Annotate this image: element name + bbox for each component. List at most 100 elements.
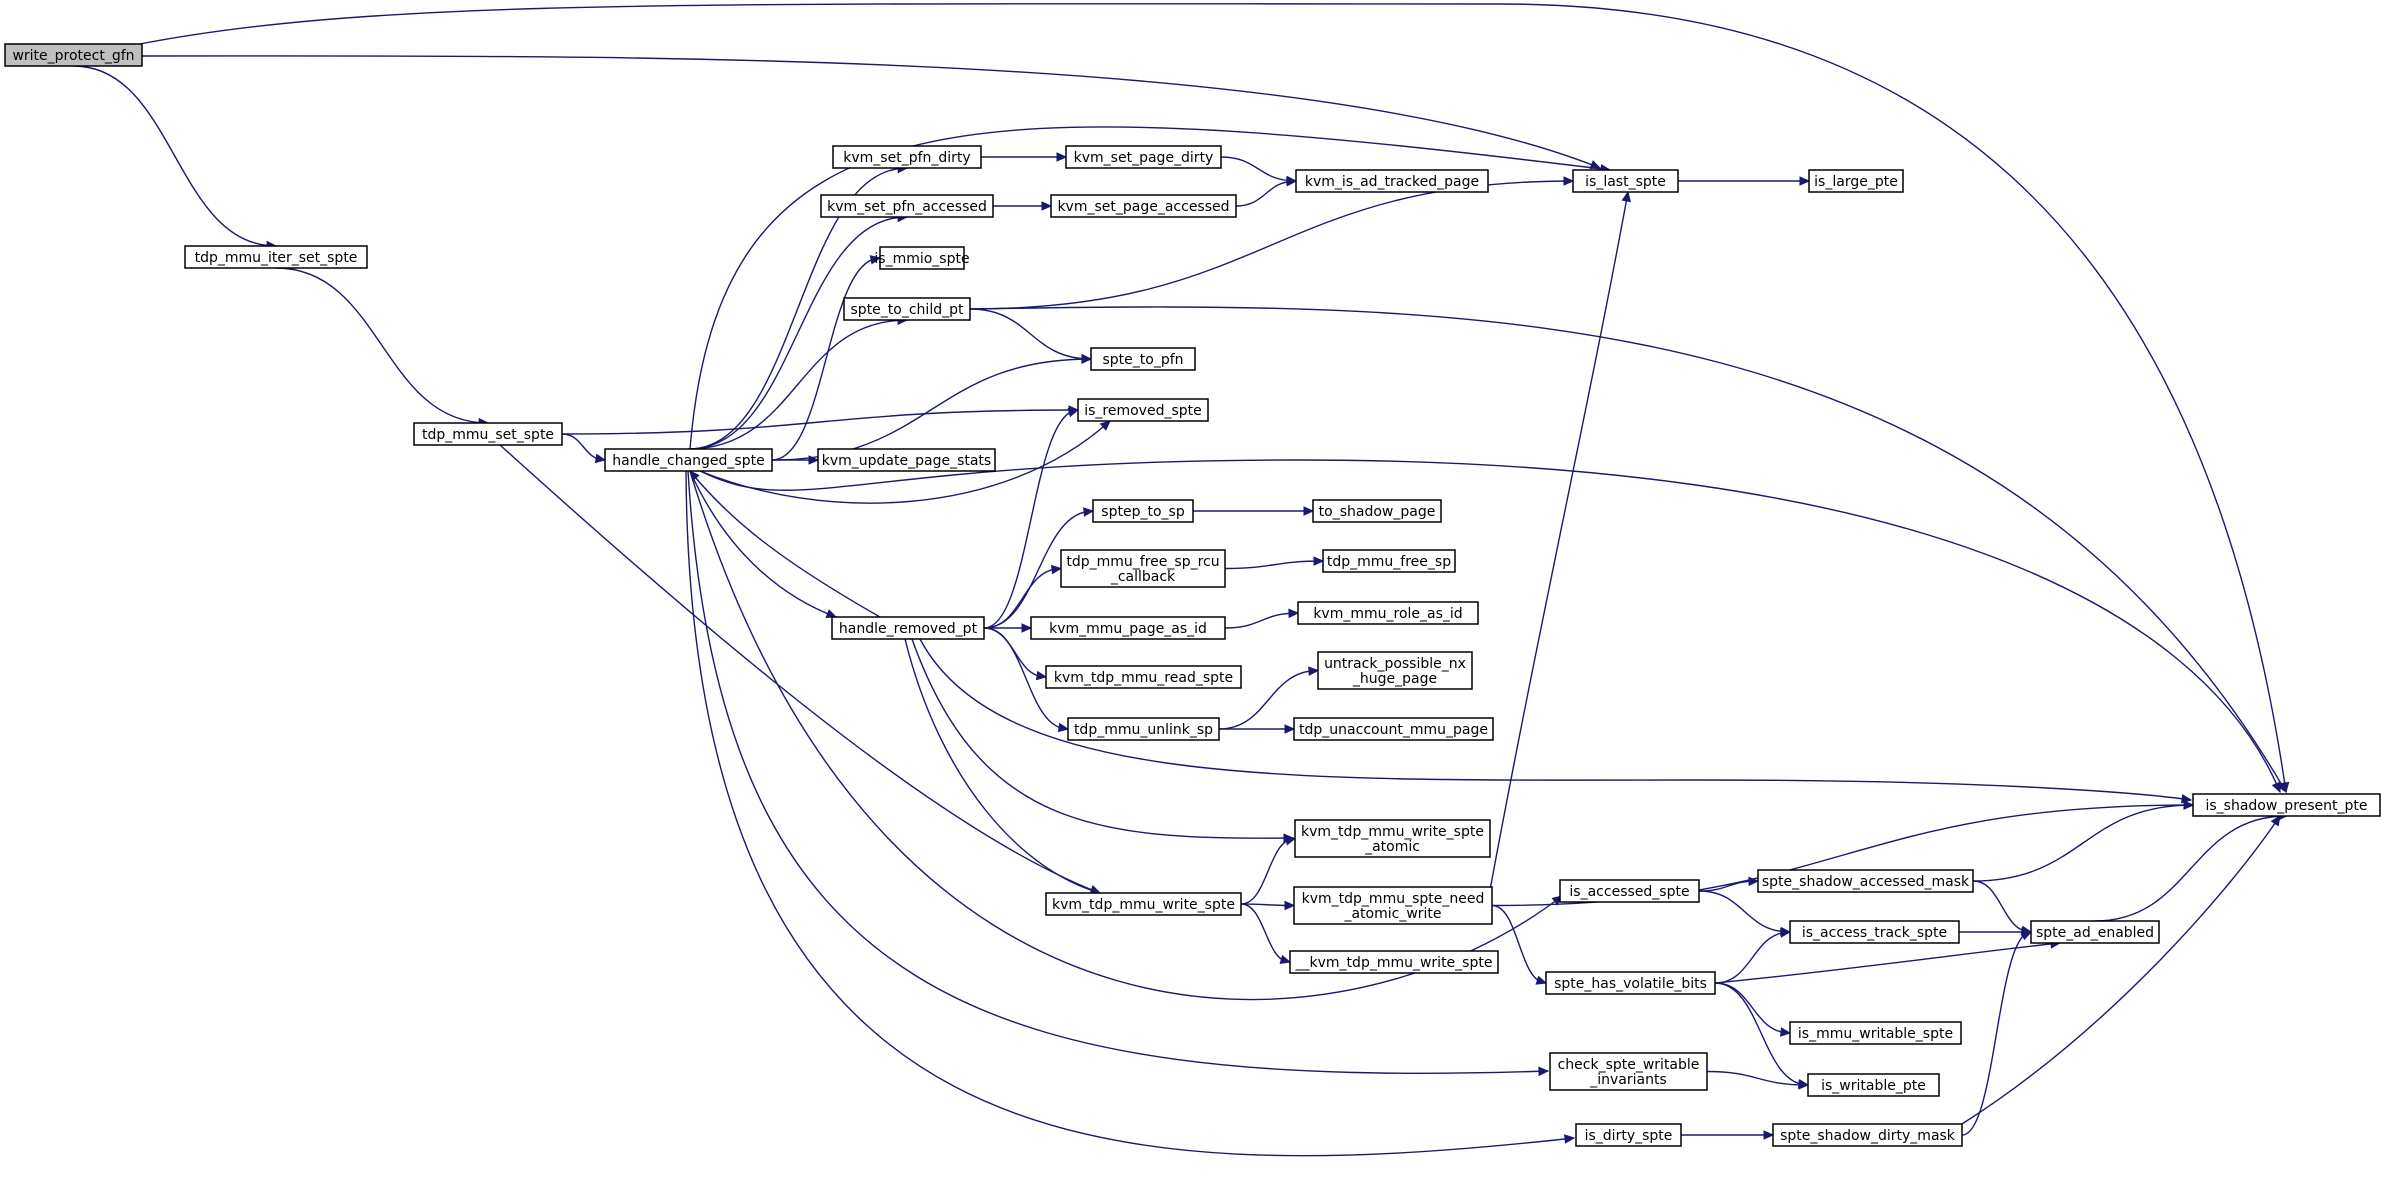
node-label: sptep_to_sp xyxy=(1101,504,1185,520)
node-spte-shadow-accessed-mask[interactable]: spte_shadow_accessed_mask xyxy=(1757,869,1974,893)
edge-handle_changed_spte-to-kvm_update_page_stats xyxy=(771,455,820,465)
node-label: is_removed_spte xyxy=(1084,403,1202,419)
edge-spte_shadow_dirty_mask-to-is_shadow_present_pte xyxy=(1961,814,2281,1125)
edge-kvm_tdp_mmu_spte_need_atomic_write-to-is_last_spte xyxy=(1489,190,1631,891)
node-tdp-unaccount-mmu-page[interactable]: tdp_unaccount_mmu_page xyxy=(1293,717,1494,741)
node-label: spte_to_pfn xyxy=(1102,352,1183,368)
edge-tdp_mmu_set_spte-to-is_removed_spte xyxy=(561,405,1080,435)
node-is-last-spte[interactable]: is_last_spte xyxy=(1572,169,1679,193)
node-spte-to-pfn[interactable]: spte_to_pfn xyxy=(1090,347,1196,371)
node-label: tdp_mmu_set_spte xyxy=(422,427,554,443)
node-label: __kvm_tdp_mmu_write_spte xyxy=(1295,955,1493,971)
node-is-removed-spte[interactable]: is_removed_spte xyxy=(1077,398,1209,422)
node-tdp-mmu-free-sp-rcu-callback[interactable]: tdp_mmu_free_sp_rcu_callback xyxy=(1060,549,1226,588)
node-label: spte_to_child_pt xyxy=(851,302,964,318)
node-label: untrack_possible_nx xyxy=(1324,656,1466,672)
nodes-layer: write_protect_gfn tdp_mmu_iter_set_sptetd… xyxy=(4,43,2381,1147)
edge-kvm_set_pfn_accessed-to-kvm_set_page_accessed xyxy=(993,201,1053,211)
node-label: kvm_tdp_mmu_read_spte xyxy=(1054,670,1233,686)
node-label: is_dirty_spte xyxy=(1585,1128,1673,1144)
node-label: _huge_page xyxy=(1352,671,1437,687)
edge-kvm_tdp_mmu_write_spte-to-kvm_tdp_mmu_spte_need_atomic_write xyxy=(1240,900,1296,911)
edge-kvm_tdp_mmu_write_spte-to-kvm_tdp_mmu_write_spte_atomic xyxy=(1240,836,1297,905)
node-is-dirty-spte[interactable]: is_dirty_spte xyxy=(1575,1123,1682,1147)
node-kvm-tdp-mmu-write-spte-atomic[interactable]: kvm_tdp_mmu_write_spte_atomic xyxy=(1294,819,1491,858)
edge-spte_shadow_accessed_mask-to-spte_ad_enabled xyxy=(1972,880,2033,936)
edge-tdp_mmu_iter_set_spte-to-tdp_mmu_set_spte xyxy=(275,267,490,428)
node-is-access-track-spte[interactable]: is_access_track_spte xyxy=(1789,920,1960,944)
node-kvm-set-pfn-accessed[interactable]: kvm_set_pfn_accessed xyxy=(820,194,994,218)
node-is-accessed-spte[interactable]: is_accessed_spte xyxy=(1559,879,1700,903)
node-label: is_accessed_spte xyxy=(1569,884,1689,900)
node-is-mmio-spte[interactable]: is_mmio_spte xyxy=(874,246,970,270)
node-spte-shadow-dirty-mask[interactable]: spte_shadow_dirty_mask xyxy=(1772,1123,1963,1147)
node-is-large-pte[interactable]: is_large_pte xyxy=(1808,169,1904,193)
edge-kvm_set_pfn_dirty-to-kvm_set_page_dirty xyxy=(981,152,1068,162)
node-kvm-set-pfn-dirty[interactable]: kvm_set_pfn_dirty xyxy=(832,145,982,169)
node-label: is_mmio_spte xyxy=(874,251,969,267)
edge-handle_removed_pt-to-is_removed_spte xyxy=(983,407,1080,629)
edge-spte_shadow_dirty_mask-to-spte_ad_enabled xyxy=(1961,931,2033,1136)
node-spte-has-volatile-bits[interactable]: spte_has_volatile_bits xyxy=(1545,971,1716,995)
node-label: _invariants xyxy=(1589,1072,1667,1088)
edge-handle_changed_spte-to-is_mmio_spte xyxy=(771,255,882,461)
node-label: _atomic xyxy=(1364,839,1420,855)
node-is-mmu-writable-spte[interactable]: is_mmu_writable_spte xyxy=(1789,1021,1962,1045)
edge-is_last_spte-to-is_large_pte xyxy=(1678,176,1811,186)
node-sptep-to-sp[interactable]: sptep_to_sp xyxy=(1092,499,1194,523)
edge-tdp_mmu_set_spte-to-handle_changed_spte xyxy=(561,433,607,464)
node-label: tdp_mmu_free_sp xyxy=(1327,554,1451,570)
node-kvm-tdp-mmu-spte-need-atomic-write[interactable]: kvm_tdp_mmu_spte_need_atomic_write xyxy=(1293,886,1493,925)
node-check-spte-writable-invariants[interactable]: check_spte_writable_invariants xyxy=(1549,1052,1708,1091)
node-kvm-is-ad-tracked-page[interactable]: kvm_is_ad_tracked_page xyxy=(1295,169,1489,193)
edge-spte_to_child_pt-to-is_shadow_present_pte xyxy=(969,306,2287,794)
node-kvm-mmu-role-as-id[interactable]: kvm_mmu_role_as_id xyxy=(1297,601,1479,625)
node-write-protect-gfn[interactable]: write_protect_gfn xyxy=(4,43,143,67)
edge-sptep_to_sp-to-to_shadow_page xyxy=(1193,506,1315,516)
node-kvm-tdp-mmu-write-spte[interactable]: kvm_tdp_mmu_write_spte xyxy=(1045,892,1242,916)
edge-tdp_mmu_unlink_sp-to-untrack_possible_nx_huge_page xyxy=(1218,666,1320,730)
node-label: kvm_tdp_mmu_spte_need xyxy=(1302,891,1485,907)
edges-layer xyxy=(73,3,2290,1157)
edge-kvm_mmu_page_as_id-to-kvm_mmu_role_as_id xyxy=(1224,608,1300,629)
node-tdp-mmu-free-sp[interactable]: tdp_mmu_free_sp xyxy=(1322,549,1456,573)
node-label: is_last_spte xyxy=(1585,174,1666,190)
edge-handle_removed_pt-to-handle_changed_spte xyxy=(689,470,881,618)
edge-handle_changed_spte-to-spte_to_child_pt xyxy=(688,315,909,450)
node-handle-changed-spte[interactable]: handle_changed_spte xyxy=(604,448,773,472)
node-label: check_spte_writable xyxy=(1558,1057,1700,1073)
node-label: _atomic_write xyxy=(1343,906,1441,922)
node-kvm-set-page-accessed[interactable]: kvm_set_page_accessed xyxy=(1050,194,1237,218)
edge-kvm_set_page_accessed-to-kvm_is_ad_tracked_page xyxy=(1235,177,1298,207)
node-label: is_writable_pte xyxy=(1821,1078,1926,1094)
node-label: kvm_is_ad_tracked_page xyxy=(1305,174,1479,190)
node-label: to_shadow_page xyxy=(1319,504,1436,520)
edge-spte_has_volatile_bits-to-is_access_track_spte xyxy=(1714,928,1792,984)
node-handle-removed-pt[interactable]: handle_removed_pt xyxy=(831,616,985,640)
edge-kvm_tdp_mmu_spte_need_atomic_write-to-spte_has_volatile_bits xyxy=(1491,904,1548,985)
edge-spte_to_child_pt-to-spte_to_pfn xyxy=(969,308,1093,364)
edge-handle_changed_spte-to-check_spte_writable_invariants xyxy=(687,470,1550,1077)
node-label: tdp_mmu_free_sp_rcu xyxy=(1066,554,1219,570)
node-label: kvm_update_page_stats xyxy=(822,453,991,469)
node-label: kvm_tdp_mmu_write_spte xyxy=(1052,897,1235,913)
edge-is_dirty_spte-to-spte_shadow_dirty_mask xyxy=(1681,1130,1775,1140)
node-kvm-tdp-mmu-read-spte[interactable]: kvm_tdp_mmu_read_spte xyxy=(1045,665,1242,689)
node-label: tdp_mmu_iter_set_spte xyxy=(195,250,358,266)
node-kvm-update-page-stats[interactable]: kvm_update_page_stats xyxy=(817,448,996,472)
node-spte-to-child-pt[interactable]: spte_to_child_pt xyxy=(843,297,971,321)
node-tdp-mmu-unlink-sp[interactable]: tdp_mmu_unlink_sp xyxy=(1067,717,1220,741)
node-label: spte_ad_enabled xyxy=(2036,925,2154,941)
node-spte-ad-enabled[interactable]: spte_ad_enabled xyxy=(2030,920,2160,944)
node-is-shadow-present-pte[interactable]: is_shadow_present_pte xyxy=(2192,793,2381,817)
node-tdp-mmu-set-spte[interactable]: tdp_mmu_set_spte xyxy=(413,422,563,446)
node-to-shadow-page[interactable]: to_shadow_page xyxy=(1312,499,1442,523)
node-untrack-possible-nx-huge-page[interactable]: untrack_possible_nx_huge_page xyxy=(1317,651,1473,690)
node-kvm-tdp-mmu-write-spte[interactable]: __kvm_tdp_mmu_write_spte xyxy=(1289,950,1499,974)
node-kvm-mmu-page-as-id[interactable]: kvm_mmu_page_as_id xyxy=(1030,616,1226,640)
edge-spte_has_volatile_bits-to-is_mmu_writable_spte xyxy=(1714,982,1792,1037)
node-kvm-set-page-dirty[interactable]: kvm_set_page_dirty xyxy=(1065,145,1222,169)
node-is-writable-pte[interactable]: is_writable_pte xyxy=(1807,1073,1940,1097)
edge-is_accessed_spte-to-is_access_track_spte xyxy=(1698,890,1792,937)
node-tdp-mmu-iter-set-spte[interactable]: tdp_mmu_iter_set_spte xyxy=(184,245,368,269)
